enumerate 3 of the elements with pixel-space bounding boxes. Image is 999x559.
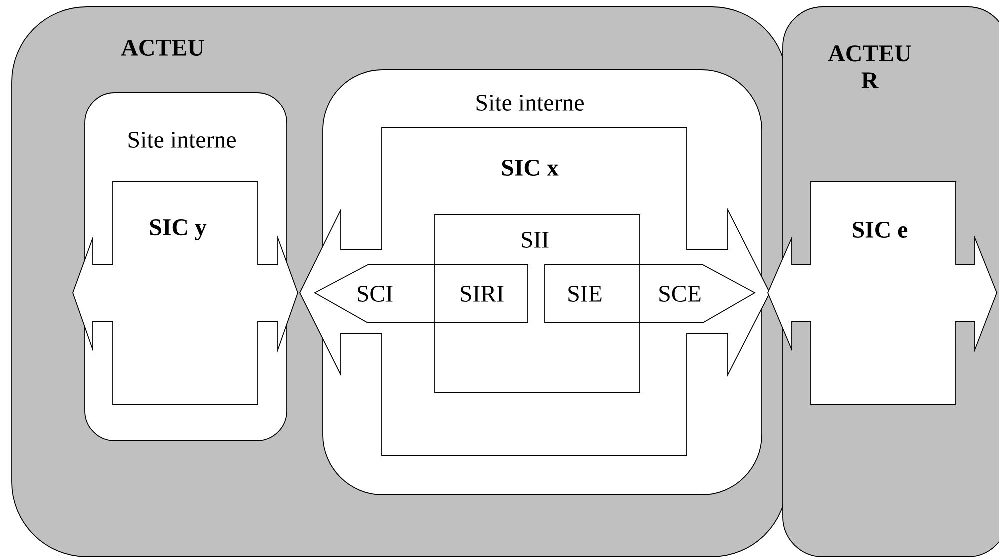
double-arrow-box: SIC e xyxy=(768,182,998,406)
double-arrow-box: SIC y xyxy=(72,182,298,406)
node-label: ACTEU xyxy=(121,40,204,56)
